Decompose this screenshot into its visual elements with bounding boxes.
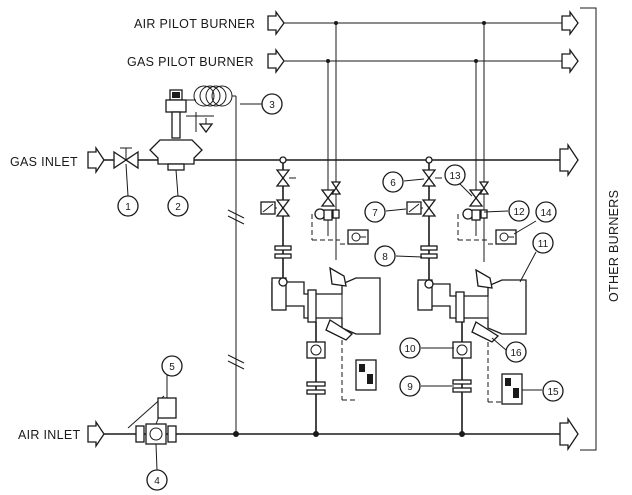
- leader-2: [175, 169, 179, 197]
- callout-8: 8: [374, 245, 396, 267]
- gas-pilot-burner-label: GAS PILOT BURNER: [127, 55, 254, 69]
- gas-shutoff-valve: [113, 147, 139, 170]
- impulse-coil: [180, 85, 245, 434]
- svg-text:16: 16: [510, 348, 522, 359]
- callout-12: 12: [508, 200, 530, 222]
- other-burners-label: OTHER BURNERS: [607, 190, 621, 302]
- callout-16: 16: [505, 341, 527, 363]
- leader-13: [459, 183, 473, 197]
- callout-14: 14: [535, 201, 557, 223]
- svg-text:9: 9: [407, 382, 413, 393]
- gas-pilot-other-arrow: [561, 48, 579, 74]
- air-inlet-label: AIR INLET: [18, 428, 80, 442]
- air-pilot-outlet-arrow: [267, 10, 285, 36]
- svg-text:14: 14: [540, 208, 552, 219]
- svg-text:3: 3: [269, 100, 275, 111]
- callout-13: 13: [444, 164, 466, 186]
- other-burners-bracket: [580, 7, 597, 451]
- air-junction: [233, 431, 239, 437]
- gas-inlet-label: GAS INLET: [10, 155, 78, 169]
- air-other-burners-arrow: [559, 416, 579, 452]
- callout-15: 15: [542, 380, 564, 402]
- callout-11: 11: [532, 232, 554, 254]
- leader-1: [125, 163, 129, 197]
- svg-text:6: 6: [390, 178, 396, 189]
- callout-1: 1: [117, 195, 139, 217]
- leader-6: [403, 178, 425, 182]
- svg-text:5: 5: [169, 362, 175, 373]
- leader-16: [491, 337, 507, 351]
- gas-pilot-outlet-arrow: [267, 48, 285, 74]
- callout-7: 7: [364, 201, 386, 223]
- gas-inlet-arrow: [87, 145, 105, 175]
- callout-3: 3: [261, 93, 283, 115]
- gas-pressure-regulator: [149, 89, 214, 171]
- svg-text:12: 12: [513, 207, 525, 218]
- svg-text:2: 2: [175, 202, 181, 213]
- burner-1: [260, 21, 381, 437]
- callout-6: 6: [382, 171, 404, 193]
- svg-text:4: 4: [154, 476, 160, 487]
- gas-other-burners-arrow: [559, 142, 579, 178]
- leader-7: [385, 208, 407, 212]
- svg-text:15: 15: [547, 387, 559, 398]
- leader-12: [483, 210, 509, 213]
- leader-14: [513, 220, 537, 235]
- air-pilot-other-arrow: [561, 10, 579, 36]
- callout-4: 4: [146, 469, 168, 491]
- leader-8: [395, 255, 423, 258]
- leader-11: [519, 251, 537, 283]
- air-valve-actuator: [157, 372, 177, 419]
- svg-text:1: 1: [125, 202, 131, 213]
- svg-text:11: 11: [538, 239, 549, 250]
- air-pilot-burner-label: AIR PILOT BURNER: [134, 17, 255, 31]
- svg-text:7: 7: [372, 208, 378, 219]
- air-inlet-arrow: [87, 419, 105, 449]
- svg-text:8: 8: [382, 252, 388, 263]
- callout-5: 5: [161, 355, 183, 377]
- svg-text:13: 13: [449, 171, 461, 182]
- callout-10: 10: [399, 337, 421, 359]
- callout-9: 9: [399, 375, 421, 397]
- svg-text:10: 10: [404, 344, 416, 355]
- burner-2: [406, 21, 527, 437]
- callout-2: 2: [167, 195, 189, 217]
- leader-4: [155, 443, 158, 471]
